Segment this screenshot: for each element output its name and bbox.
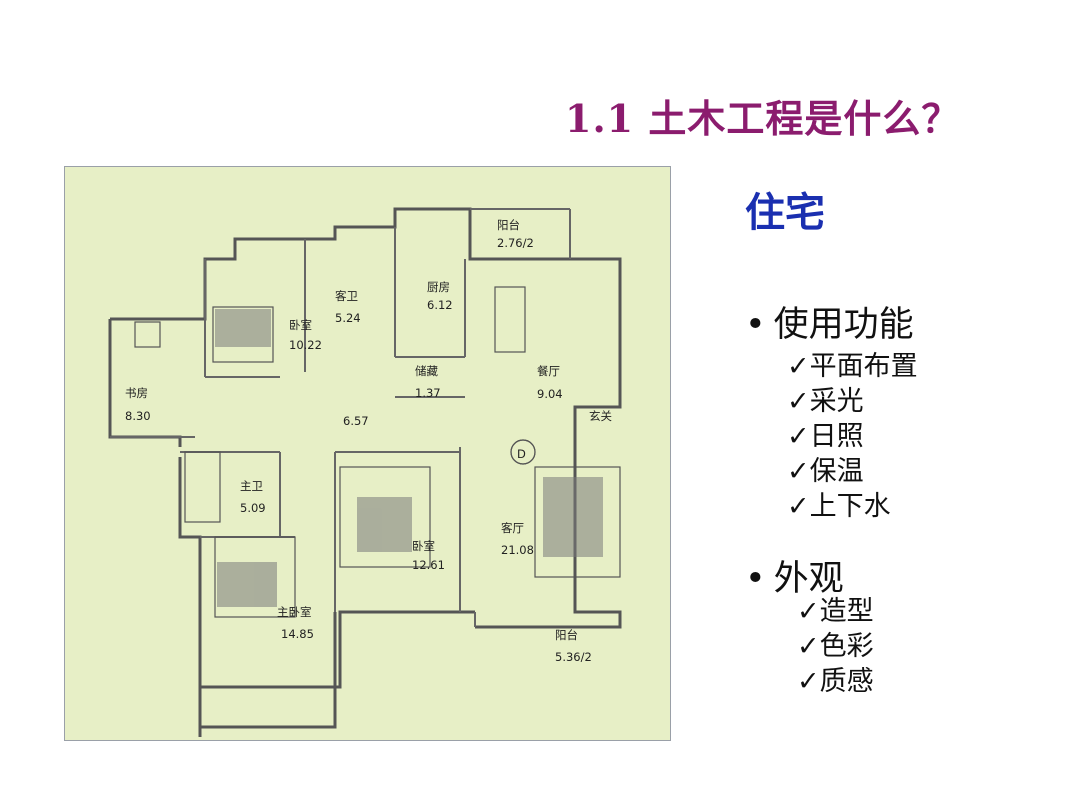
sub-item: ✓采光 [787, 385, 864, 419]
sub-item-label: 采光 [809, 386, 864, 417]
room-kitchen-area: 6.12 [427, 298, 453, 312]
room-bedroom-north: 卧室 [289, 318, 312, 332]
bullet-appearance: •外观 [745, 550, 844, 601]
room-bedroom-north-area: 10.22 [289, 338, 322, 352]
room-study: 书房 [125, 386, 148, 400]
room-balcony-south-area: 5.36/2 [555, 650, 592, 664]
check-icon: ✓ [787, 456, 810, 487]
room-master-bath-area: 5.09 [240, 501, 266, 515]
bullet-function-label: 使用功能 [773, 305, 914, 345]
sub-item-label: 造型 [819, 596, 874, 627]
bullet-mark: • [745, 559, 766, 599]
floor-plan-image: 阳台 2.76/2 厨房 6.12 客卫 5.24 卧室 10.22 书房 8.… [64, 166, 671, 741]
slide-title: 1.1 土木工程是什么？ [565, 96, 961, 141]
check-icon: ✓ [797, 666, 820, 697]
room-master-bedroom: 主卧室 [277, 605, 312, 619]
sub-item: ✓保温 [787, 455, 864, 489]
room-balcony-north: 阳台 [497, 218, 520, 232]
sub-item-label: 上下水 [809, 491, 891, 522]
compass-circle [510, 439, 536, 465]
room-study-area: 8.30 [125, 409, 151, 423]
room-guest-bath: 客卫 [335, 289, 358, 303]
check-icon: ✓ [797, 631, 820, 662]
room-storage: 储藏 [415, 364, 438, 378]
check-icon: ✓ [787, 386, 810, 417]
sub-item-label: 质感 [819, 666, 874, 697]
compass-label: D [517, 447, 526, 461]
room-bedroom-south: 卧室 [412, 539, 435, 553]
room-dining: 餐厅 [537, 364, 560, 378]
room-hallway-area: 6.57 [343, 414, 369, 428]
bullet-appearance-label: 外观 [773, 559, 844, 599]
room-living-area: 21.08 [501, 543, 534, 557]
sub-item-label: 日照 [809, 421, 864, 452]
check-icon: ✓ [787, 491, 810, 522]
sub-item: ✓平面布置 [787, 350, 918, 384]
floor-plan-drawing: 阳台 2.76/2 厨房 6.12 客卫 5.24 卧室 10.22 书房 8.… [108, 207, 622, 737]
sub-item-label: 保温 [809, 456, 864, 487]
room-entrance: 玄关 [589, 409, 612, 423]
room-storage-area: 1.37 [415, 386, 441, 400]
sub-item: ✓造型 [797, 595, 874, 629]
room-bedroom-south-area: 12.61 [412, 558, 445, 572]
check-icon: ✓ [787, 351, 810, 382]
sub-item-label: 色彩 [819, 631, 874, 662]
sub-item: ✓色彩 [797, 630, 874, 664]
room-master-bath: 主卫 [240, 479, 263, 493]
room-master-bedroom-area: 14.85 [281, 627, 314, 641]
sub-item: ✓上下水 [787, 490, 891, 524]
bullet-mark: • [745, 305, 766, 345]
room-balcony-south: 阳台 [555, 628, 578, 642]
room-living: 客厅 [501, 521, 524, 535]
room-balcony-north-area: 2.76/2 [497, 236, 534, 250]
sub-item: ✓日照 [787, 420, 864, 454]
sub-item-label: 平面布置 [809, 351, 918, 382]
room-dining-area: 9.04 [537, 387, 563, 401]
check-icon: ✓ [797, 596, 820, 627]
room-kitchen: 厨房 [427, 280, 450, 294]
bullet-function: •使用功能 [745, 296, 914, 347]
room-guest-bath-area: 5.24 [335, 311, 361, 325]
sub-item: ✓质感 [797, 665, 874, 699]
section-heading: 住宅 [745, 190, 825, 236]
check-icon: ✓ [787, 421, 810, 452]
